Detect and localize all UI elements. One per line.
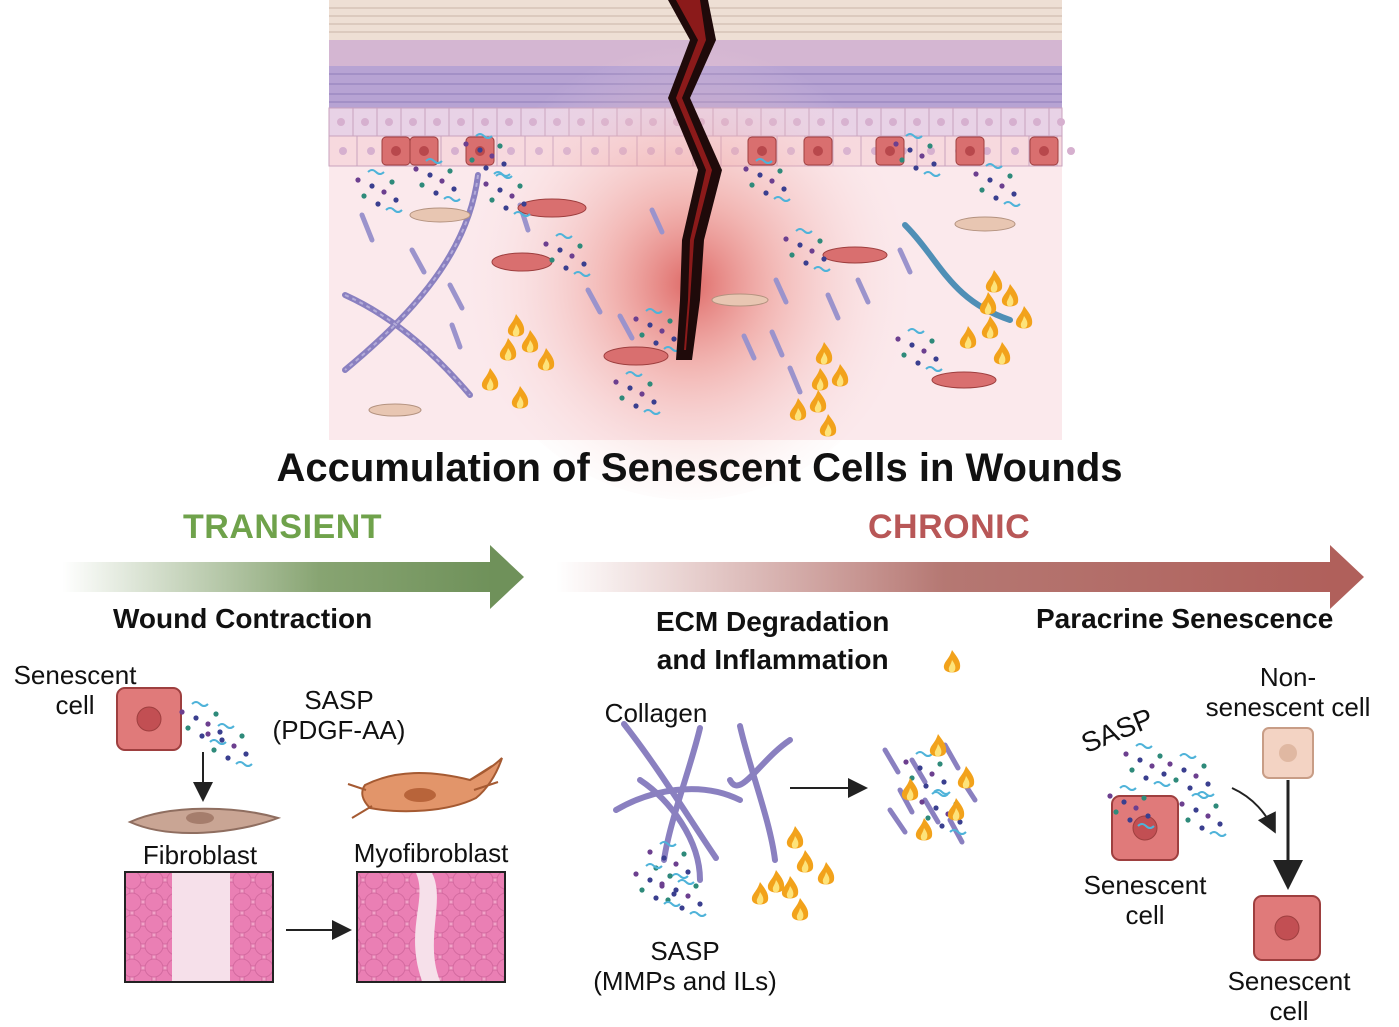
non-senescent-label: Non- senescent cell — [1205, 662, 1371, 722]
sasp-pdgf-label: SASP (PDGF-AA) — [272, 685, 406, 745]
keratinocyte-nucleus — [985, 118, 993, 126]
keratinocyte-nucleus — [961, 118, 969, 126]
keratinocyte-nucleus — [361, 118, 369, 126]
ecm-heading: ECM Degradation and Inflammation — [656, 606, 890, 675]
keratinocyte-nucleus — [1033, 118, 1041, 126]
chronic-arrow — [556, 545, 1364, 609]
page-title: Accumulation of Senescent Cells in Wound… — [276, 446, 1123, 490]
skin-illustration — [328, 0, 1075, 500]
wound-contraction-heading: Wound Contraction — [113, 603, 373, 634]
senescent-cell-label-left: Senescent cell — [13, 660, 137, 720]
non-senescent-cell — [1262, 727, 1314, 779]
phase-transient-label: TRANSIENT — [183, 508, 383, 546]
sasp-pdgf-dots — [178, 701, 253, 767]
keratinocyte-nucleus — [385, 118, 393, 126]
keratinocyte-nucleus — [457, 118, 465, 126]
paracrine-heading: Paracrine Senescence — [1036, 603, 1334, 634]
keratinocyte-nucleus — [337, 118, 345, 126]
senescent-cell-label-induced: Senescent cell — [1227, 966, 1351, 1026]
heading-flame-icon — [943, 650, 961, 673]
transient-arrow — [62, 545, 524, 609]
fibroblast-cell — [127, 807, 282, 834]
keratinocyte-nucleus — [913, 118, 921, 126]
keratinocyte-nucleus — [927, 147, 935, 155]
fibroblast-label: Fibroblast — [142, 840, 258, 870]
paracrine-panel — [1106, 727, 1321, 961]
keratinocyte-nucleus — [889, 118, 897, 126]
keratinocyte-nucleus — [409, 118, 417, 126]
senescent-cell-source — [1111, 795, 1179, 861]
keratinocyte-nucleus — [983, 147, 991, 155]
wound-cleft — [668, 0, 722, 360]
dermal-fibroblasts — [368, 198, 1016, 417]
senescent-cell-induced — [1253, 895, 1321, 961]
collagen-mesh — [613, 721, 793, 883]
wound-gap-open — [124, 871, 274, 983]
keratinocyte-nucleus — [451, 147, 459, 155]
keratinocyte-nucleus — [433, 118, 441, 126]
senescent-cell-label-source: Senescent cell — [1083, 870, 1207, 930]
myofibroblast-cell — [347, 757, 503, 819]
collagen-fragments — [359, 202, 913, 395]
senescent-cell-left — [116, 687, 182, 751]
myofibroblast-label: Myofibroblast — [353, 838, 509, 868]
keratinocyte-nucleus — [367, 147, 375, 155]
wound-gap-closing — [356, 871, 506, 983]
ecm-sasp-label: SASP (MMPs and ILs) — [593, 936, 777, 996]
ecm-panel — [613, 650, 978, 921]
keratinocyte-nucleus — [339, 147, 347, 155]
keratinocyte-nucleus — [937, 118, 945, 126]
keratinocyte-nucleus — [1057, 118, 1065, 126]
phase-chronic-label: CHRONIC — [868, 508, 1031, 546]
keratinocyte-nucleus — [1009, 118, 1017, 126]
wound-contraction-panel — [116, 687, 506, 983]
keratinocyte-nucleus — [481, 118, 489, 126]
keratinocyte-nucleus — [1067, 147, 1075, 155]
collagen-label: Collagen — [604, 698, 708, 728]
keratinocyte-nucleus — [1011, 147, 1019, 155]
